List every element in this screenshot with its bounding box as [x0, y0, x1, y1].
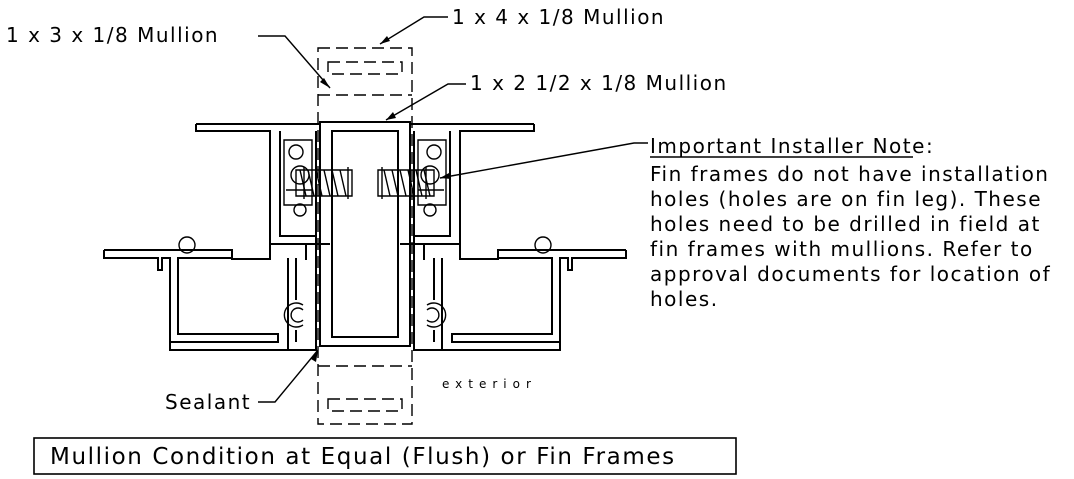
note-line: Fin frames do not have installation	[650, 162, 1049, 186]
note-line: holes need to be drilled in field at	[650, 212, 1041, 236]
note-line: holes (holes are on fin leg). These	[650, 187, 1042, 211]
right-frame-profile	[400, 123, 627, 351]
leader-lines	[258, 16, 648, 403]
note-line: approval documents for location of	[650, 262, 1051, 286]
left-screw	[295, 167, 353, 199]
note-line: fin frames with mullions. Refer to	[650, 237, 1034, 261]
installer-note: Important Installer Note: Fin frames do …	[650, 134, 1051, 311]
label-sealant: Sealant	[165, 390, 251, 414]
dashed-1x4-mullion-outline	[317, 47, 413, 425]
left-frame-profile	[103, 123, 330, 351]
note-line: holes.	[650, 287, 719, 311]
label-1x2-5-mullion: 1 x 2 1/2 x 1/8 Mullion	[470, 71, 728, 95]
label-1x4-mullion: 1 x 4 x 1/8 Mullion	[452, 5, 665, 29]
mullion-1x2-5	[319, 121, 411, 347]
drawing-title: Mullion Condition at Equal (Flush) or Fi…	[50, 444, 676, 470]
label-exterior: exterior	[442, 377, 537, 391]
title-block: Mullion Condition at Equal (Flush) or Fi…	[33, 437, 737, 475]
note-heading: Important Installer Note:	[650, 134, 934, 158]
right-screw	[377, 167, 435, 199]
label-1x3-mullion: 1 x 3 x 1/8 Mullion	[6, 23, 219, 47]
